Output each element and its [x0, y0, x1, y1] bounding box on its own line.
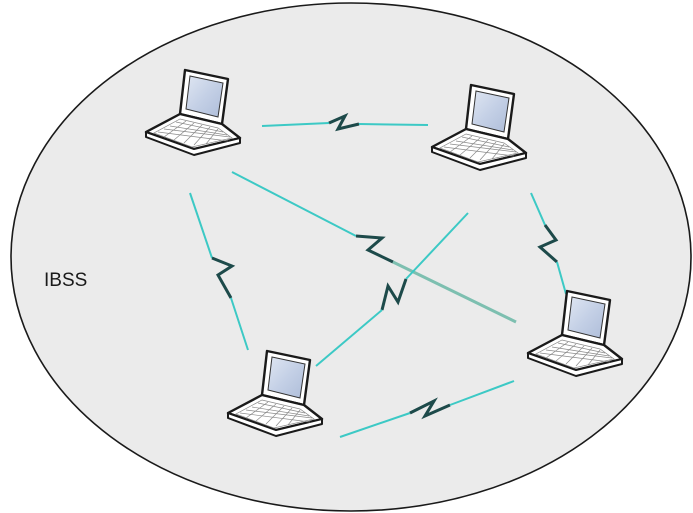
wireless-link [339, 380, 515, 438]
network-label: IBSS [44, 270, 88, 291]
wireless-link [189, 192, 249, 351]
ibss-boundary [10, 2, 692, 512]
wireless-link [315, 212, 469, 367]
wireless-link [530, 192, 567, 295]
wireless-links [189, 112, 567, 438]
wireless-link [261, 112, 429, 132]
